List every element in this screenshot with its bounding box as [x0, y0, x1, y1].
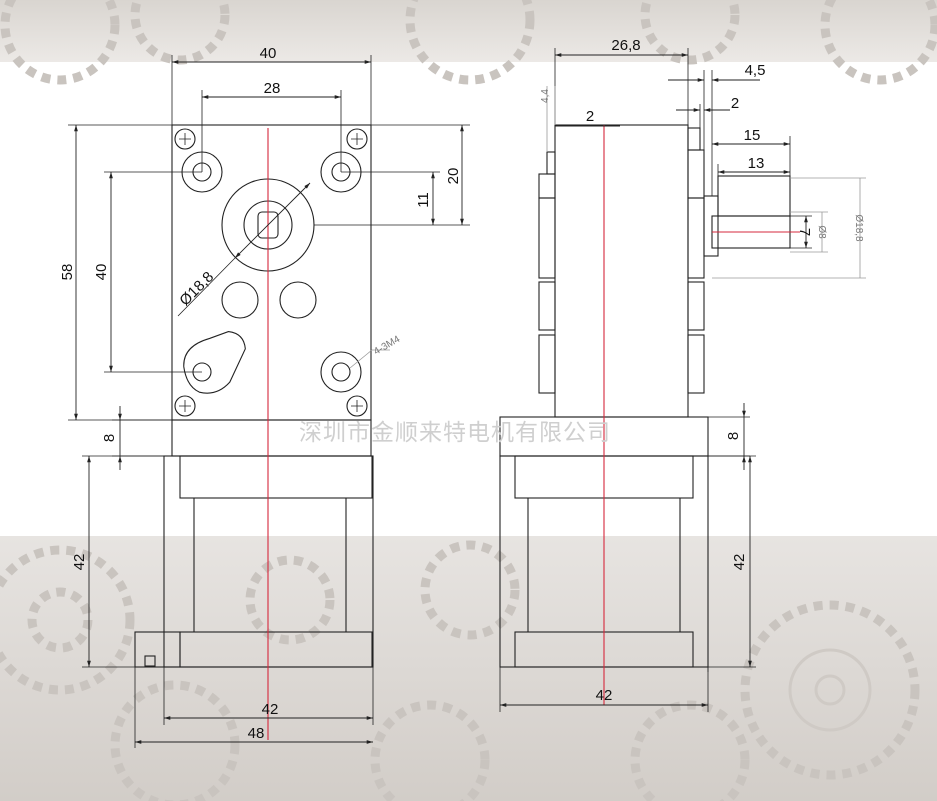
dim-front-motor-height: 42 [71, 554, 88, 571]
watermark-company: 深圳市金顺来特电机有限公司 [299, 420, 611, 446]
dim-side-flange-height: 8 [725, 432, 742, 440]
dim-front-total-height: 58 [59, 264, 76, 281]
dim-front-base-width: 48 [248, 725, 265, 742]
dim-side-shaft-flat-length: 13 [748, 155, 765, 172]
dim-front-offset-20: 20 [445, 168, 462, 185]
front-mid-hole-right [279, 281, 317, 319]
front-motor [134, 455, 374, 668]
dim-front-flange-height: 8 [101, 434, 118, 442]
dim-side-step-small: 2 [731, 95, 739, 112]
note-front-screws: 4-3M4 [372, 334, 402, 358]
dim-side-left-offset: 4,4 [540, 89, 551, 103]
dim-side-shaft-length: 15 [744, 127, 761, 144]
dim-front-boss-diameter: Ø18,8 [176, 268, 217, 309]
side-left-lugs [538, 151, 556, 394]
dim-front-width-top: 40 [260, 45, 277, 62]
dim-side-step-left: 2 [586, 108, 594, 125]
side-right-lugs [687, 127, 705, 394]
dim-front-motor-width: 42 [262, 701, 279, 718]
front-corner-screws [174, 128, 368, 417]
dim-side-shaft-diameter: Ø8 [816, 225, 827, 239]
dim-side-body-depth: 26,8 [611, 37, 640, 54]
side-view: 26,8 4,5 2 2 4,4 15 13 [499, 37, 866, 712]
dim-front-offset-11: 11 [415, 192, 432, 208]
dim-side-shaft-flat: 7 [796, 228, 813, 236]
dim-side-motor-width: 42 [596, 687, 613, 704]
side-gearbox-body [554, 124, 689, 418]
side-output-shaft [703, 175, 800, 257]
dim-side-flange-thickness: 4,5 [745, 62, 766, 79]
dim-side-collar-diameter: Ø18,8 [853, 214, 864, 242]
dim-front-hole-spacing-vertical: 40 [93, 264, 110, 281]
dim-front-hole-spacing-top: 28 [264, 80, 281, 97]
background-band-bottom [0, 536, 937, 801]
front-top-mount-holes [181, 151, 362, 193]
front-view: 40 28 58 40 20 11 Ø18,8 [59, 45, 470, 748]
front-bottom-mount-holes [183, 331, 362, 394]
dim-side-motor-height: 42 [731, 554, 748, 571]
front-mid-hole-left [221, 281, 259, 319]
